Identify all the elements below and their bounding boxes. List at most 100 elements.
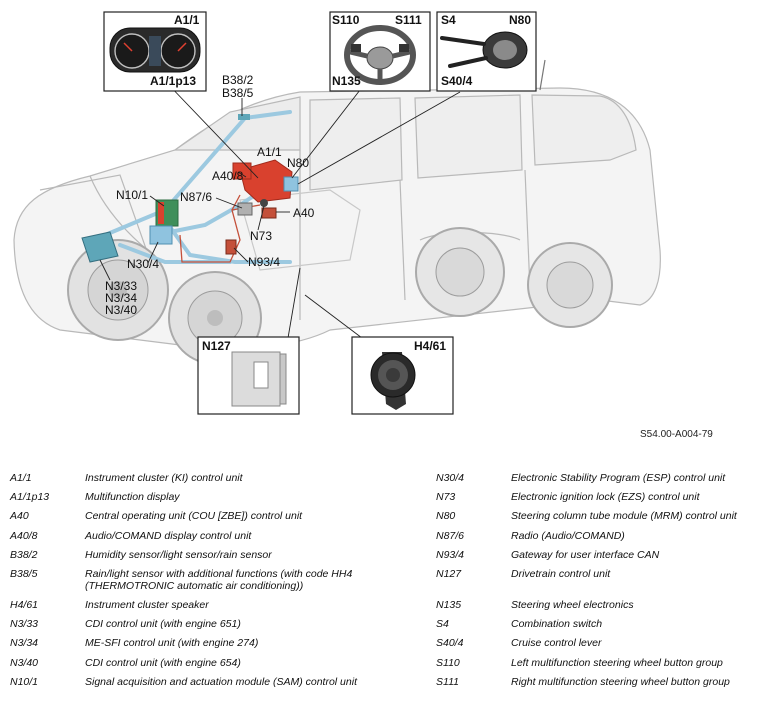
rain-light-sensor	[238, 114, 250, 120]
legend-code: N87/6	[436, 529, 465, 542]
legend-desc: Central operating unit (COU [ZBE]) contr…	[85, 510, 303, 523]
inset-label-s40-4: S40/4	[441, 74, 473, 88]
front-wheel	[67, 239, 169, 341]
callout-labels: B38/2 B38/5 A1/1 N80 A40/8 N10/1 N87/6 A…	[105, 73, 315, 317]
callout-n10-1: N10/1	[116, 188, 148, 202]
legend-desc: Gateway for user interface CAN	[511, 548, 660, 561]
legend-row: A1/1p13 Multifunction display	[10, 491, 385, 510]
legend-code: A40	[10, 510, 29, 523]
mrm-unit	[283, 176, 299, 192]
inset-label-n127: N127	[202, 339, 231, 353]
ezs-unit	[260, 199, 268, 207]
legend-row: A40 Central operating unit (COU [ZBE]) co…	[10, 510, 385, 529]
callout-n3-40: N3/40	[105, 303, 137, 317]
legend-desc: Steering wheel electronics	[511, 598, 634, 611]
component-location-diagram: A1/1 A1/1p13 S110 S111 N135 S4 N80 S40/4…	[13, 11, 661, 415]
callout-n73: N73	[250, 229, 272, 243]
legend-code: N93/4	[436, 548, 465, 561]
inset-label-h4-61: H4/61	[414, 339, 446, 353]
legend-desc: Right multifunction steering wheel butto…	[511, 675, 730, 688]
legend-code: S40/4	[436, 637, 464, 650]
leader-lines	[99, 81, 461, 339]
callout-a40: A40	[293, 206, 315, 220]
legend-row: S110 Left multifunction steering wheel bu…	[436, 657, 737, 676]
legend-left: A1/1 Instrument cluster (KI) control unit…	[10, 472, 385, 695]
inset-label-s111: S111	[395, 13, 422, 27]
esp-unit	[149, 225, 173, 245]
inset-label-s110: S110	[332, 13, 360, 27]
legend-row: S40/4 Cruise control lever	[436, 637, 737, 656]
legend-desc: Drivetrain control unit	[511, 567, 611, 580]
radio-unit	[237, 202, 253, 216]
legend-desc: Audio/COMAND display control unit	[85, 529, 252, 542]
legend-right: N30/4 Electronic Stability Program (ESP) …	[436, 472, 737, 695]
legend-row: N30/4 Electronic Stability Program (ESP) …	[436, 472, 737, 491]
callout-b38-2: B38/2	[222, 73, 254, 87]
inset-label-a1-1: A1/1	[174, 13, 200, 27]
legend-code: S4	[436, 618, 449, 631]
legend-row: B38/2 Humidity sensor/light sensor/rain s…	[10, 549, 385, 568]
legend-desc: Instrument cluster (KI) control unit	[85, 472, 243, 484]
legend-code: N135	[436, 598, 462, 611]
inset-label-a1-1p13: A1/1p13	[150, 74, 196, 88]
legend-code: N10/1	[10, 675, 39, 688]
legend-row: N80 Steering column tube module (MRM) con…	[436, 510, 737, 529]
legend-row: N135 Steering wheel electronics	[436, 599, 737, 618]
rear-wheel-left	[415, 227, 505, 317]
legend-code: B38/2	[10, 548, 38, 561]
engine-control-unit	[81, 231, 119, 263]
figure-reference: S54.00-A004-79	[640, 429, 713, 440]
legend-code: A1/1p13	[10, 491, 50, 504]
legend-desc: Electronic ignition lock (EZS) control u…	[511, 491, 700, 504]
legend-desc: Cruise control lever	[511, 637, 602, 650]
legend-code: S110	[436, 656, 460, 669]
inset-label-n80: N80	[509, 13, 531, 27]
legend-code: H4/61	[10, 598, 39, 611]
inset-label-n135: N135	[332, 74, 361, 88]
legend-desc: Instrument cluster speaker	[85, 598, 209, 611]
callout-n87-6: N87/6	[180, 190, 212, 204]
legend-code: N80	[436, 510, 456, 523]
inset-instrument-cluster: A1/1 A1/1p13	[103, 11, 207, 92]
legend-desc: Multifunction display	[85, 491, 180, 504]
legend-code: A1/1	[10, 472, 32, 484]
legend-code: N3/34	[10, 637, 39, 650]
legend-code: A40/8	[10, 529, 38, 542]
legend-desc: Electronic Stability Program (ESP) contr…	[511, 472, 726, 484]
legend-code: N3/33	[10, 618, 39, 631]
legend-desc: CDI control unit (with engine 654)	[85, 656, 241, 669]
legend-desc: Combination switch	[511, 618, 603, 631]
callout-a40-8: A40/8	[212, 169, 244, 183]
legend-row: A40/8 Audio/COMAND display control unit	[10, 530, 385, 549]
legend-code: S111	[436, 675, 459, 688]
callout-n93-4: N93/4	[248, 255, 280, 269]
inset-speaker: H4/61	[351, 336, 454, 415]
legend-row: A1/1 Instrument cluster (KI) control unit	[10, 472, 385, 491]
legend-row: N3/33 CDI control unit (with engine 651)	[10, 618, 385, 637]
legend-desc: Rain/light sensor with additional functi…	[85, 567, 353, 592]
inset-drivetrain-control-unit: N127	[197, 336, 300, 415]
callout-n3-33: N3/33	[105, 279, 137, 293]
inset-label-s4: S4	[441, 13, 456, 27]
legend-code: N73	[436, 491, 456, 504]
legend-code: N30/4	[436, 472, 465, 484]
legend-desc: Left multifunction steering wheel button…	[511, 656, 723, 669]
inset-combination-switch: S4 N80 S40/4	[436, 11, 537, 92]
callout-n3-34: N3/34	[105, 291, 137, 305]
legend-desc: Radio (Audio/COMAND)	[511, 529, 625, 542]
legend-row: N73 Electronic ignition lock (EZS) contro…	[436, 491, 737, 510]
legend-row: H4/61 Instrument cluster speaker	[10, 599, 385, 618]
rear-wheel-right	[527, 242, 613, 328]
legend-desc: Humidity sensor/light sensor/rain sensor	[85, 548, 272, 561]
callout-n30-4: N30/4	[127, 257, 159, 271]
legend-desc: Steering column tube module (MRM) contro…	[511, 510, 737, 523]
legend-desc: CDI control unit (with engine 651)	[85, 618, 241, 631]
sam-unit	[155, 199, 179, 227]
cou-unit	[261, 207, 277, 219]
legend-row: N93/4 Gateway for user interface CAN	[436, 549, 737, 568]
